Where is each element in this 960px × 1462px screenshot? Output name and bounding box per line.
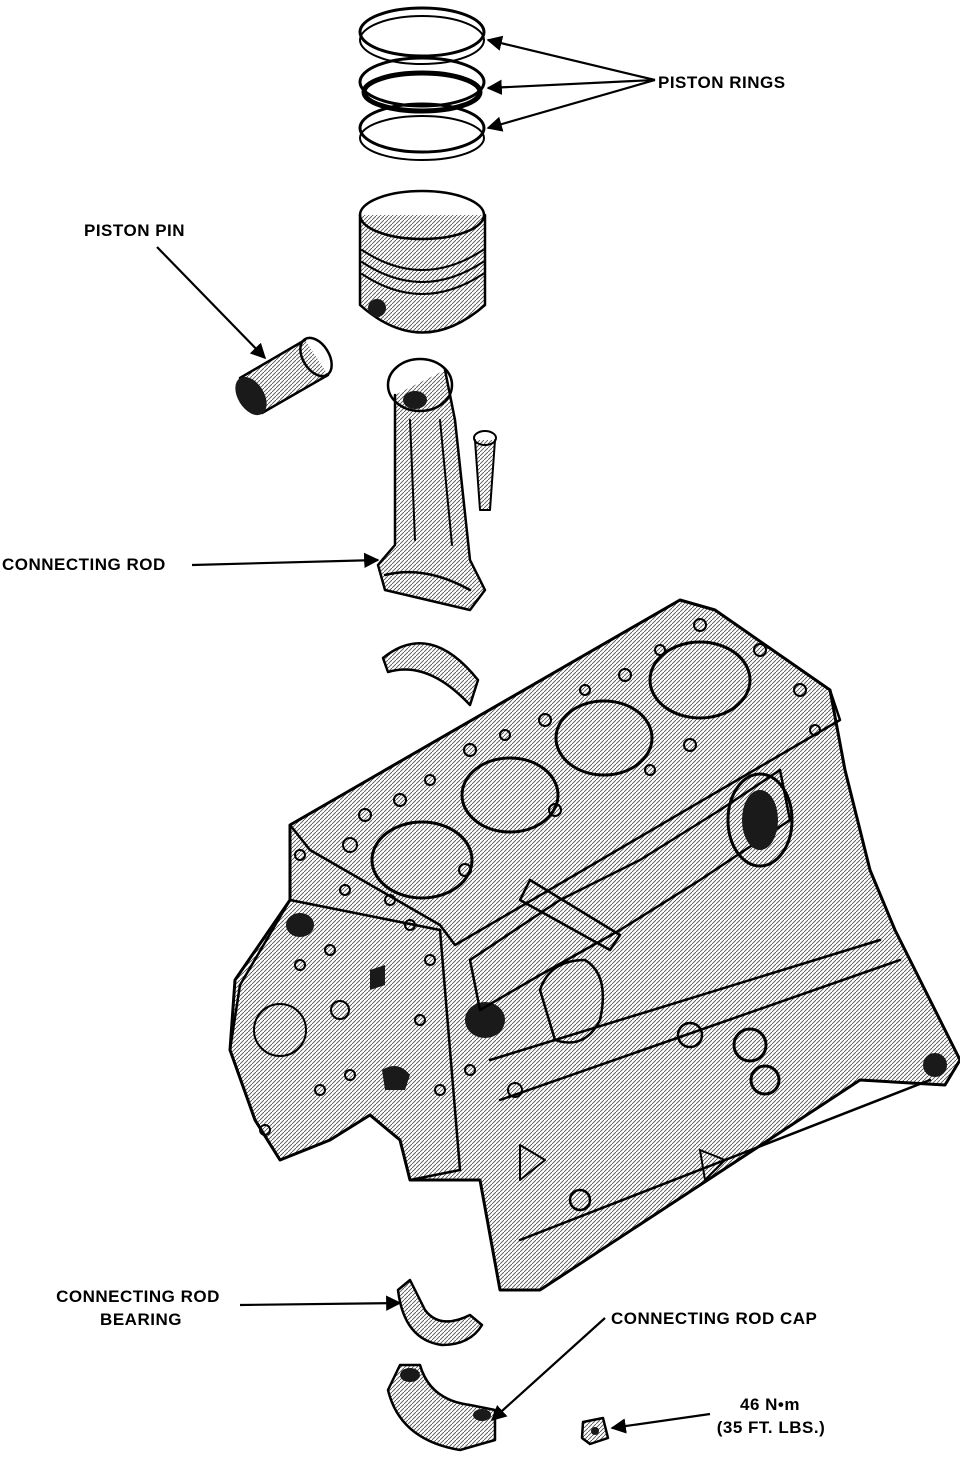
piston-rings-illustration xyxy=(358,6,486,161)
piston-pin-illustration xyxy=(235,336,333,416)
label-piston-pin: PISTON PIN xyxy=(84,221,185,240)
label-connecting-rod-bearing-line1: CONNECTING ROD xyxy=(56,1287,220,1306)
label-connecting-rod-cap: CONNECTING ROD CAP xyxy=(611,1309,817,1328)
label-torque-imperial: (35 FT. LBS.) xyxy=(717,1418,826,1437)
label-torque-metric: 46 N•m xyxy=(740,1395,800,1414)
leader-lines xyxy=(156,35,711,1434)
connecting-rod-illustration xyxy=(376,357,497,612)
lower-bearing-shell-illustration xyxy=(396,1278,484,1347)
piston-illustration xyxy=(358,189,487,334)
label-piston-rings: PISTON RINGS xyxy=(658,73,786,92)
engine-block-illustration xyxy=(228,598,960,1292)
upper-bearing-shell-illustration xyxy=(381,642,480,707)
label-connecting-rod-bearing-line2: BEARING xyxy=(100,1310,182,1329)
rod-nut-illustration xyxy=(580,1416,610,1446)
label-connecting-rod: CONNECTING ROD xyxy=(2,555,166,574)
connecting-rod-cap-illustration xyxy=(386,1363,497,1452)
